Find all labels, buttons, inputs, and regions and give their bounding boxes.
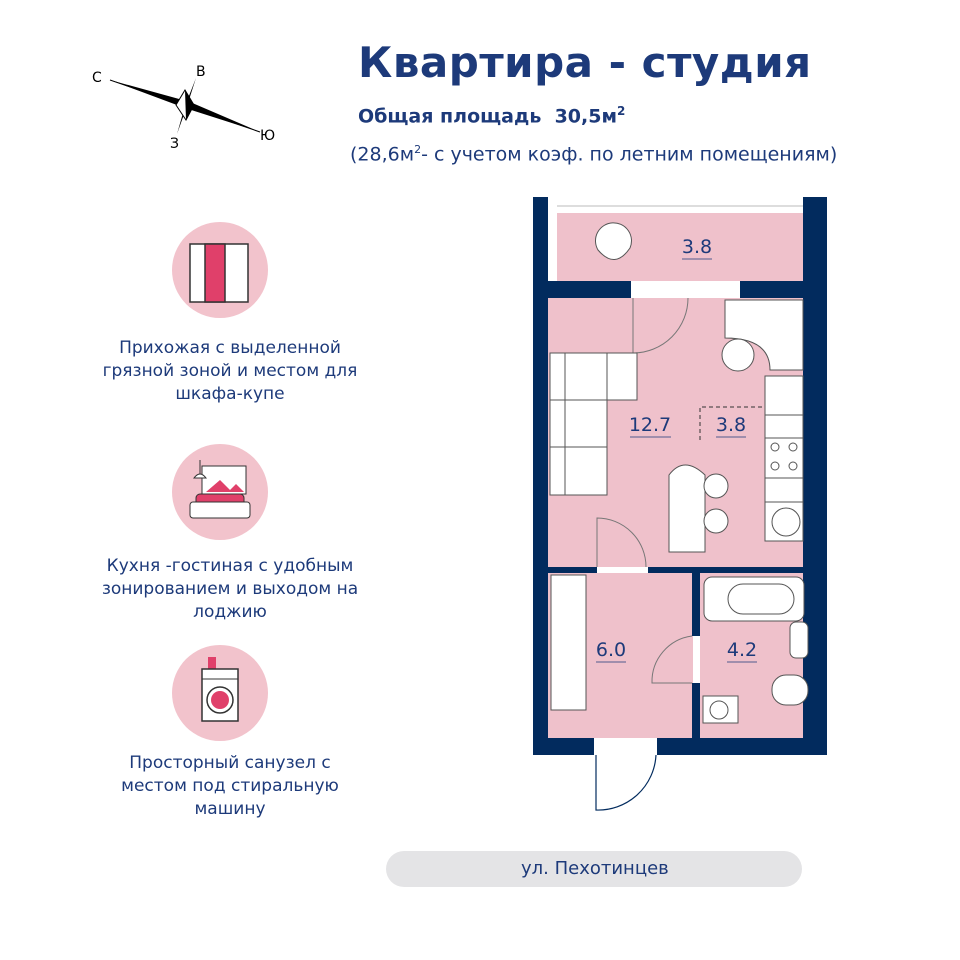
wardrobe-icon bbox=[172, 222, 268, 318]
room-area-loggia: 3.8 bbox=[682, 236, 712, 258]
feature-bathroom-text: Просторный санузел с местом под стиральн… bbox=[121, 753, 339, 819]
street-name: ул. Пехотинцев bbox=[521, 858, 669, 879]
feature-kitchen-text: Кухня -гостиная с удобным зонированием и… bbox=[101, 556, 359, 622]
compass-east: В bbox=[196, 64, 206, 80]
compass-south: Ю bbox=[260, 128, 275, 144]
total-area-label: Общая площадь bbox=[358, 105, 542, 128]
room-area-hall: 6.0 bbox=[596, 639, 626, 661]
street-label: ул. Пехотинцев bbox=[386, 851, 802, 887]
living-room-icon bbox=[172, 444, 268, 540]
washing-machine-icon bbox=[172, 645, 268, 741]
total-area-sup: 2 bbox=[617, 104, 626, 118]
total-area-value: 30,5м bbox=[554, 105, 617, 128]
feature-hall-text: Прихожая с выделенной грязной зоной и ме… bbox=[102, 338, 358, 404]
entrance-door bbox=[595, 754, 657, 811]
room-area-living: 12.7 bbox=[629, 414, 671, 436]
compass-north: С bbox=[92, 70, 102, 86]
walls bbox=[533, 197, 827, 755]
compass-rose-icon: С В Ю З bbox=[92, 64, 275, 152]
room-area-kitchen: 3.8 bbox=[716, 414, 746, 436]
compass-west: З bbox=[170, 136, 179, 152]
note-suffix: - с учетом коэф. по летним помещениям) bbox=[421, 143, 838, 166]
area-note: (28,6м2- с учетом коэф. по летним помеще… bbox=[350, 143, 837, 165]
page-title: Квартира - студия bbox=[358, 38, 812, 87]
room-area-bathroom: 4.2 bbox=[727, 639, 757, 661]
loggia-area bbox=[557, 213, 803, 281]
total-area: Общая площадь 30,5м2 bbox=[358, 104, 625, 127]
note-sup: 2 bbox=[414, 143, 422, 156]
note-prefix: (28,6м bbox=[350, 143, 415, 166]
